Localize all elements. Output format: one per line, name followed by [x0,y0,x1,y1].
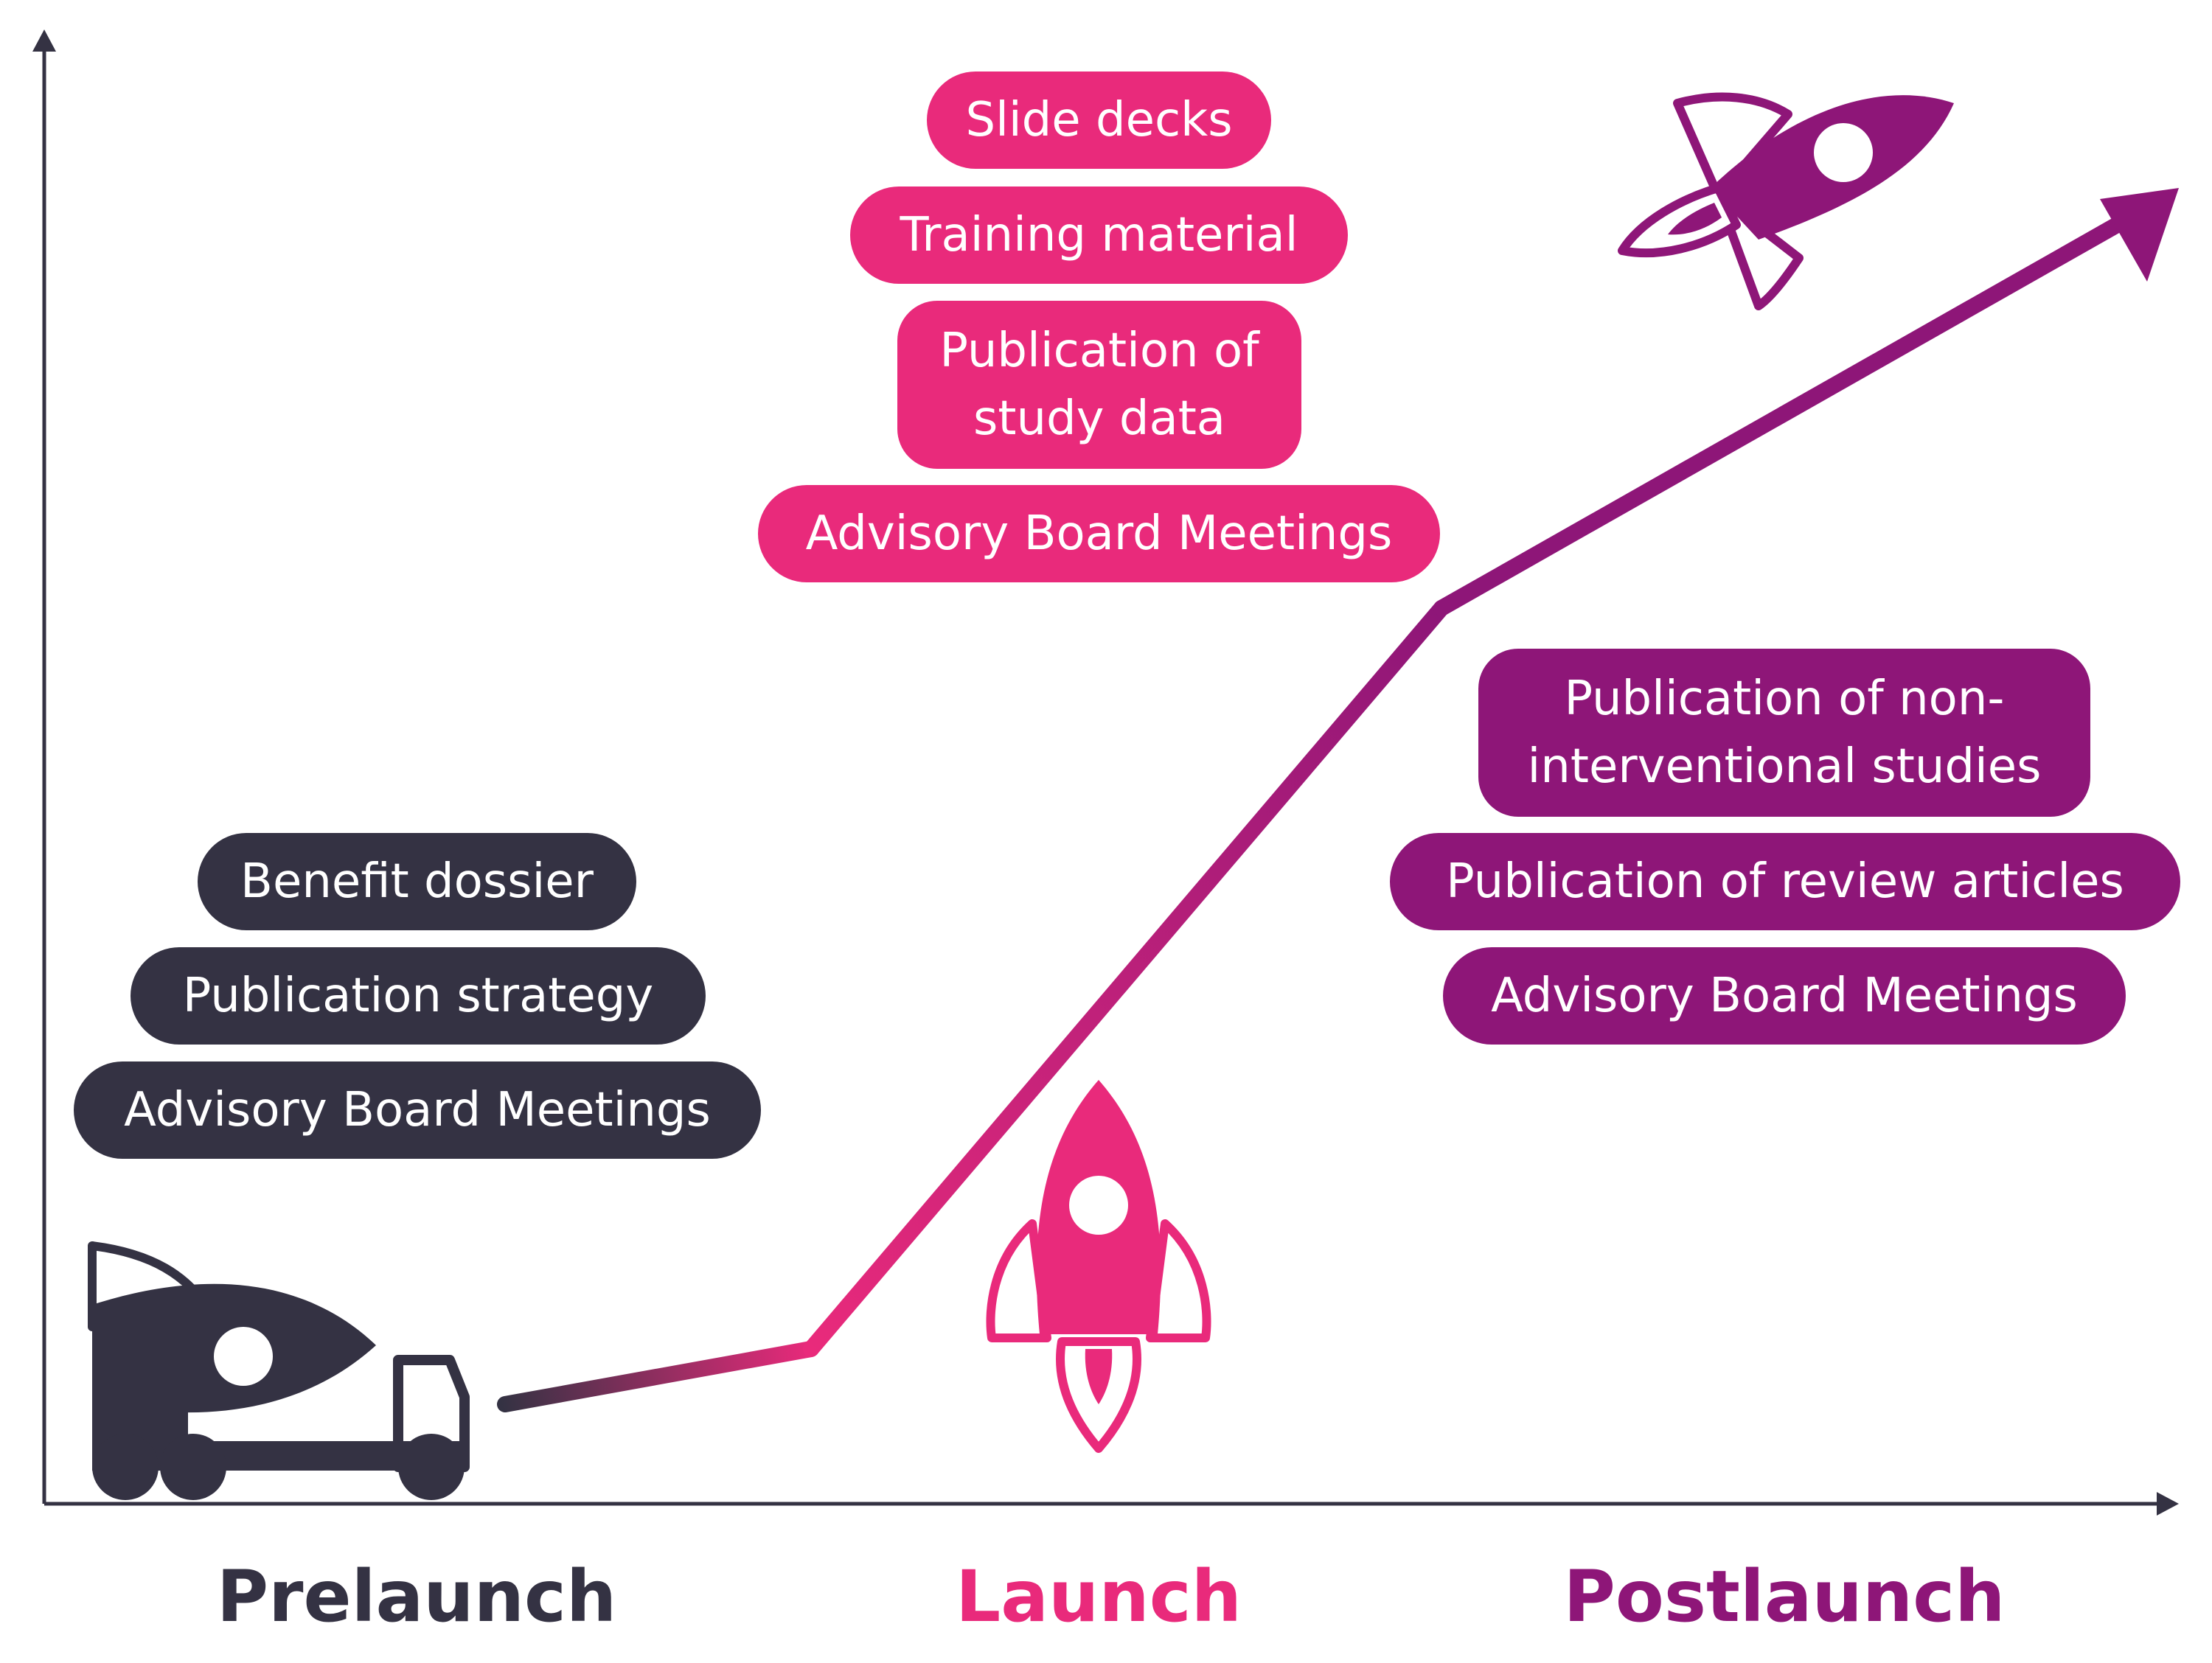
phase-label-postlaunch: Postlaunch [1563,1555,2006,1638]
flying-rocket-icon [1618,92,1954,310]
prelaunch-item: Advisory Board Meetings [74,1061,761,1159]
phase-label-prelaunch: Prelaunch [216,1555,617,1638]
launching-rocket-icon [986,1080,1211,1453]
launch-item: Advisory Board Meetings [758,485,1440,582]
x-axis [44,1492,2179,1516]
growth-arrow [497,188,2179,1412]
postlaunch-item: Advisory Board Meetings [1443,947,2126,1045]
launch-item: Training material [850,186,1348,284]
prelaunch-item: Publication strategy [131,947,706,1045]
launch-item: Publication of study data [897,301,1301,469]
phase-label-launch: Launch [956,1555,1242,1638]
y-axis [32,29,56,1504]
rocket-truck-icon [88,1241,470,1500]
postlaunch-item: Publication of review articles [1390,833,2180,930]
prelaunch-item: Benefit dossier [198,833,636,930]
launch-item: Slide decks [927,72,1271,169]
postlaunch-item: Publication of non-interventional studie… [1478,649,2090,817]
